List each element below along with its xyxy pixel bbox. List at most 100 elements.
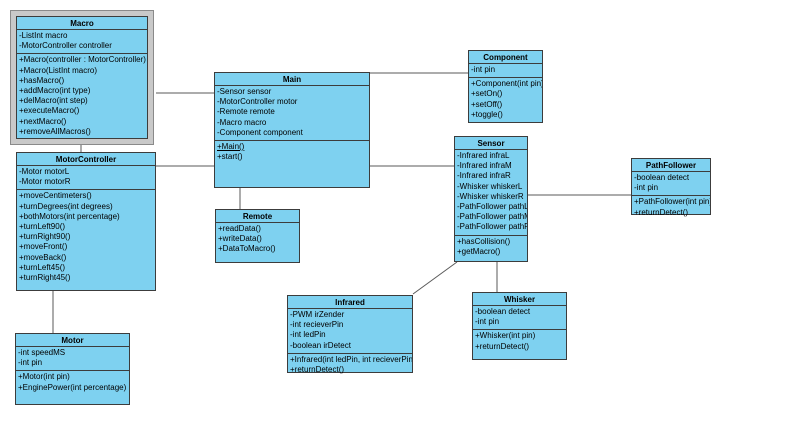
method-row: +turnLeft45() (19, 262, 66, 272)
attribute-row: -MotorController controller (19, 41, 112, 51)
class-infrared[interactable]: Infrared-PWM irZender-int recieverPin-in… (287, 295, 413, 374)
methods-compartment: +PathFollower(int pin)+returnDetect() (632, 196, 710, 219)
methods-compartment: +readData()+writeData()+DataToMacro() (216, 223, 299, 262)
method-row: +writeData() (218, 234, 262, 244)
method-row: +returnDetect() (290, 365, 345, 375)
method-row: +returnDetect() (634, 207, 689, 217)
attributes-compartment: -ListInt macro-MotorController controlle… (17, 30, 147, 55)
methods-compartment: +Whisker(int pin)+returnDetect() (473, 330, 566, 359)
method-row: +Whisker(int pin) (475, 331, 536, 341)
attribute-row: -int ledPin (290, 330, 326, 340)
method-row: +removeAllMacros() (19, 126, 91, 136)
class-title: Component (469, 51, 542, 64)
attribute-row: -Remote remote (217, 107, 275, 117)
attribute-row: -Infrared infraR (457, 171, 511, 181)
attribute-row: -ListInt macro (19, 31, 68, 40)
attribute-row: -boolean detect (475, 307, 531, 316)
method-row: +hasCollision() (457, 236, 511, 246)
class-title: Sensor (455, 137, 527, 150)
method-row: +moveCentimeters() (19, 191, 92, 201)
class-title: Motor (16, 334, 129, 347)
class-title: Main (215, 73, 369, 86)
class-main[interactable]: Main-Sensor sensor-MotorController motor… (214, 72, 370, 188)
attribute-row: -PathFollower pathR (457, 222, 527, 232)
attribute-row: -int speedMS (18, 348, 66, 357)
attribute-row: -int pin (18, 358, 43, 368)
attribute-row: -MotorController motor (217, 97, 298, 107)
method-row: +turnRight90() (19, 232, 71, 242)
attributes-compartment: -boolean detect-int pin (632, 172, 710, 197)
method-row: +addMacro(int type) (19, 86, 91, 96)
method-row: +getMacro() (457, 246, 501, 256)
method-row: +Main() (217, 142, 245, 152)
method-row: +returnDetect() (475, 341, 530, 351)
connector-sensor-infrared[interactable] (412, 261, 458, 295)
class-component[interactable]: Component-int pin+Component(int pin)+set… (468, 50, 543, 123)
method-row: +nextMacro() (19, 116, 67, 126)
class-motor[interactable]: Motor-int speedMS-int pin+Motor(int pin)… (15, 333, 130, 405)
method-row: +executeMacro() (19, 106, 80, 116)
attribute-row: -PathFollower pathM (457, 212, 527, 222)
attributes-compartment: -Sensor sensor-MotorController motor-Rem… (215, 86, 369, 142)
method-row: +delMacro(int step) (19, 96, 88, 106)
methods-compartment: +Macro(controller : MotorController)+Mac… (17, 54, 147, 139)
class-title: Whisker (473, 293, 566, 306)
class-title: Infrared (288, 296, 412, 309)
attribute-row: -Motor motorR (19, 177, 71, 187)
class-macro[interactable]: Macro-ListInt macro-MotorController cont… (16, 16, 148, 139)
method-row: +turnLeft90() (19, 222, 66, 232)
methods-compartment: +Main()+start() (215, 141, 369, 187)
methods-compartment: +moveCentimeters()+turnDegrees(int degre… (17, 190, 155, 290)
attribute-row: -int pin (471, 65, 496, 74)
method-row: +DataToMacro() (218, 244, 276, 254)
class-title: MotorController (17, 153, 155, 166)
method-row: +bothMotors(int percentage) (19, 211, 120, 221)
attributes-compartment: -PWM irZender-int recieverPin-int ledPin… (288, 309, 412, 354)
class-sensor[interactable]: Sensor-Infrared infraL-Infrared infraM-I… (454, 136, 528, 262)
method-row: +setOff() (471, 99, 503, 109)
method-row: +Macro(controller : MotorController) (19, 55, 146, 65)
attribute-row: -int pin (634, 183, 659, 193)
attributes-compartment: -int speedMS-int pin (16, 347, 129, 372)
method-row: +hasMacro() (19, 75, 65, 85)
attributes-compartment: -Motor motorL-Motor motorR (17, 166, 155, 191)
attribute-row: -Sensor sensor (217, 87, 272, 96)
attribute-row: -int recieverPin (290, 320, 344, 330)
class-title: Macro (17, 17, 147, 30)
methods-compartment: +hasCollision()+getMacro() (455, 236, 527, 261)
attribute-row: -Infrared infraL (457, 151, 510, 160)
attributes-compartment: -int pin (469, 64, 542, 79)
attribute-row: -Whisker whiskerR (457, 191, 524, 201)
method-row: +setOn() (471, 89, 503, 99)
method-row: +PathFollower(int pin) (634, 197, 710, 207)
attribute-row: -int pin (475, 317, 500, 327)
method-row: +Infrared(int ledPin, int recieverPin) (290, 354, 412, 364)
attribute-row: -Whisker whiskerL (457, 181, 523, 191)
attribute-row: -PathFollower pathL (457, 202, 527, 212)
method-row: +Macro(ListInt macro) (19, 65, 98, 75)
attributes-compartment: -boolean detect-int pin (473, 306, 566, 331)
attribute-row: -boolean irDetect (290, 340, 351, 350)
attribute-row: -Macro macro (217, 117, 267, 127)
class-title: PathFollower (632, 159, 710, 172)
attribute-row: -Motor motorL (19, 167, 70, 176)
methods-compartment: +Infrared(int ledPin, int recieverPin)+r… (288, 354, 412, 377)
class-whisker[interactable]: Whisker-boolean detect-int pin+Whisker(i… (472, 292, 567, 360)
class-pathfollower[interactable]: PathFollower-boolean detect-int pin+Path… (631, 158, 711, 217)
attribute-row: -Component component (217, 127, 303, 137)
method-row: +Motor(int pin) (18, 372, 70, 382)
class-title: Remote (216, 210, 299, 223)
methods-compartment: +Component(int pin)+setOn()+setOff()+tog… (469, 78, 542, 122)
method-row: +Component(int pin) (471, 79, 542, 89)
attribute-row: -boolean detect (634, 173, 690, 182)
attribute-row: -Infrared infraM (457, 161, 512, 171)
method-row: +EnginePower(int percentage) (18, 382, 127, 392)
class-motorcontroller[interactable]: MotorController-Motor motorL-Motor motor… (16, 152, 156, 291)
class-remote[interactable]: Remote+readData()+writeData()+DataToMacr… (215, 209, 300, 263)
method-row: +moveFront() (19, 242, 68, 252)
attribute-row: -PWM irZender (290, 310, 345, 319)
method-row: +turnDegrees(int degrees) (19, 201, 113, 211)
method-row: +turnRight45() (19, 273, 71, 283)
